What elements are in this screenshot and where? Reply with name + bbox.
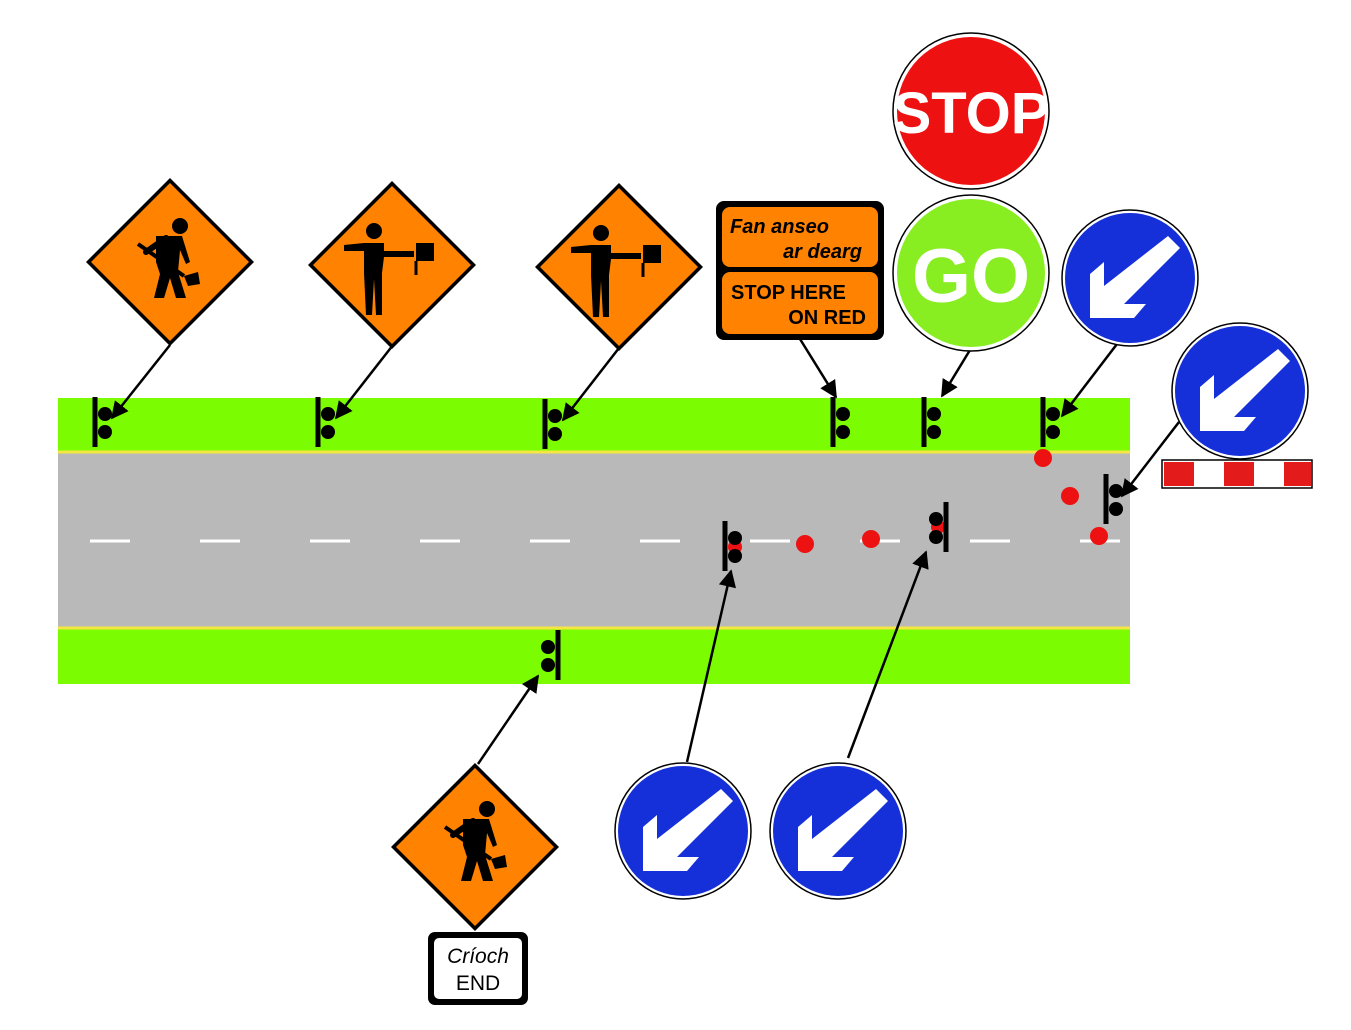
traffic-cone-icon [862, 530, 880, 548]
stop-here-on-red-sign: Fan anseo ar dearg STOP HERE ON RED [716, 201, 884, 340]
go-label: GO [912, 234, 1030, 319]
barrier-icon [1161, 459, 1313, 489]
end-plate: Críoch END [428, 932, 528, 1005]
end-road-works-sign [391, 763, 559, 931]
stop-disc: STOP [892, 32, 1050, 190]
lower-verge [58, 628, 1130, 684]
stop-label: STOP [893, 81, 1050, 146]
keep-left-sign [1061, 209, 1199, 347]
keep-left-arrow-icon [1171, 322, 1309, 460]
traffic-cone-icon [1061, 487, 1079, 505]
pointer-arrows [110, 338, 1180, 765]
keep-left-arrow-icon [769, 762, 907, 900]
keep-left-arrow-icon [614, 762, 752, 900]
end-plate-english: END [456, 972, 500, 995]
keep-left-sign [1171, 322, 1309, 460]
road [58, 398, 1130, 684]
road-works-ahead-sign [86, 178, 254, 346]
flagman-ahead-sign [308, 181, 476, 349]
go-disc: GO [892, 194, 1050, 352]
stop-here-english-line-2: ON RED [788, 307, 866, 329]
stop-go-sign: STOP GO [892, 32, 1050, 352]
traffic-cone-icon [1034, 449, 1052, 467]
stop-here-english-line-1: STOP HERE [731, 282, 846, 304]
stop-here-irish-line-1: Fan anseo [730, 216, 829, 238]
upper-verge [58, 398, 1130, 452]
end-plate-irish: Críoch [447, 945, 509, 968]
keep-left-arrow-icon [1061, 209, 1199, 347]
traffic-cone-icon [796, 535, 814, 553]
keep-left-sign [614, 762, 752, 900]
flagman-ahead-sign [535, 183, 703, 351]
keep-left-sign [769, 762, 907, 900]
traffic-cone-icon [1090, 527, 1108, 545]
stop-here-irish-line-2: ar dearg [783, 241, 862, 263]
